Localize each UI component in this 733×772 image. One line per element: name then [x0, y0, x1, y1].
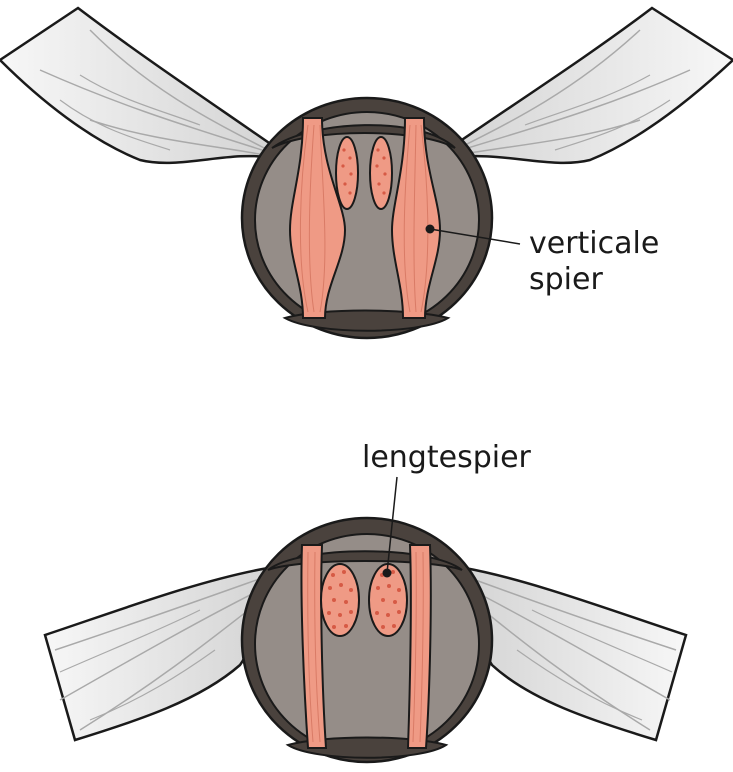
- top-longitudinal-muscles: [335, 136, 393, 210]
- top-left-wing: [0, 6, 274, 165]
- bottom-thorax: [240, 516, 494, 764]
- longitudinal-muscle-leader: [382, 476, 398, 578]
- bottom-vertical-muscle-right: [406, 544, 432, 749]
- top-vertical-muscle-left: [288, 117, 347, 319]
- top-thorax: [240, 96, 494, 340]
- top-vertical-muscle-right: [390, 117, 442, 319]
- vertical-muscle-leader: [425, 224, 521, 245]
- bottom-left-wing: [43, 566, 270, 742]
- longitudinal-muscle-label: lengtespier: [362, 440, 531, 475]
- bottom-right-wing: [463, 566, 688, 742]
- top-diagram: [0, 6, 733, 340]
- bottom-diagram: [43, 476, 688, 764]
- vertical-muscle-label-line1: verticale: [529, 226, 660, 261]
- top-right-wing: [448, 6, 733, 165]
- vertical-muscle-label: verticale spier: [529, 226, 659, 298]
- vertical-muscle-label-line2: spier: [529, 262, 603, 297]
- bottom-longitudinal-muscles: [320, 563, 408, 637]
